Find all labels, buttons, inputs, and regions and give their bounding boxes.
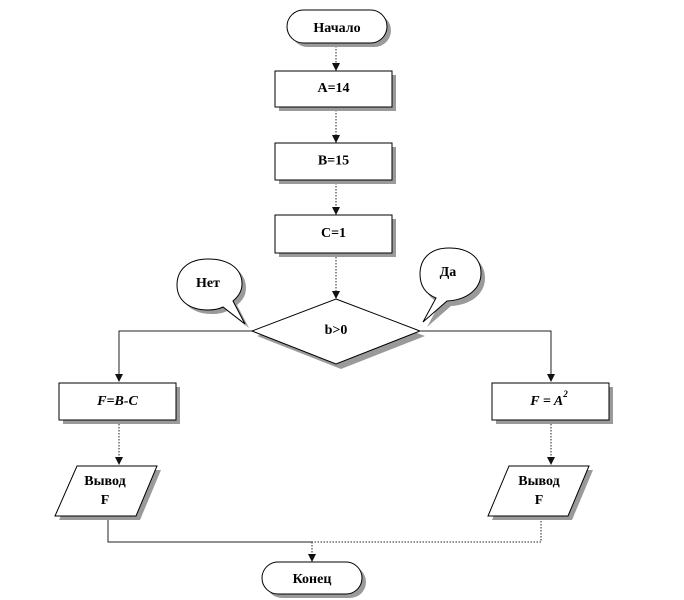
process-right-main: F = A [529,394,563,409]
connectors [107,43,555,562]
callout-no: Нет [176,258,249,328]
process-left-label: F=B-C [96,394,138,409]
callout-yes-label: Да [440,265,457,280]
process-c-label: C=1 [321,226,346,241]
output-right-line2: F [535,493,544,508]
process-right-label: F = A2 [529,389,568,409]
decision-node: b>0 [250,298,425,369]
process-right: F = A2 [491,382,613,424]
process-b: B=15 [274,142,396,184]
output-left-line1: Вывод [84,474,125,489]
process-right-exponent: 2 [562,389,568,399]
process-b-label: B=15 [318,154,349,169]
process-a-label: A=14 [317,81,349,96]
start-label: Начало [313,21,360,36]
decision-label: b>0 [325,323,348,338]
start-node: Начало [286,9,391,47]
output-right-line1: Вывод [518,474,559,489]
connector-left-merge [107,515,312,543]
output-left-line2: F [101,493,110,508]
connector-right-merge [312,515,542,543]
process-c: C=1 [274,214,396,257]
callout-no-label: Нет [196,276,220,291]
output-right: Вывод F [487,465,593,520]
connector-yes-branch [421,330,555,382]
output-left: Вывод F [54,465,161,520]
end-node: Конец [261,561,366,598]
end-label: Конец [293,572,332,587]
connector-no-branch [115,330,252,382]
callout-yes: Да [419,247,485,327]
process-a: A=14 [274,70,396,111]
process-left: F=B-C [58,382,180,424]
